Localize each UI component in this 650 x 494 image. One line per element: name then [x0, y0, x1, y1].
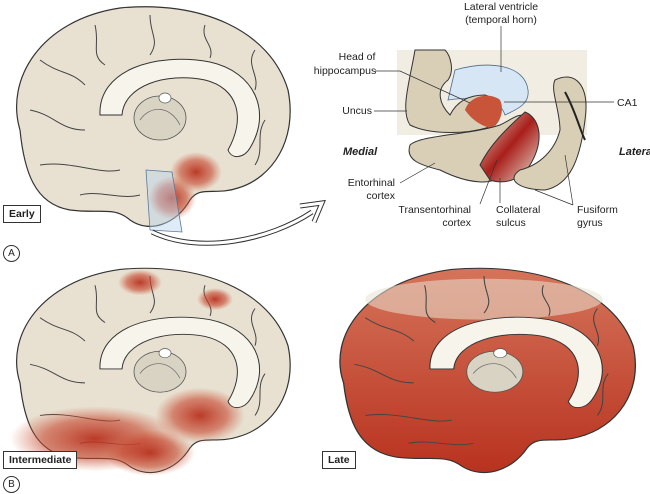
label-temporal-horn: (temporal horn) [465, 14, 537, 26]
brain-early [16, 6, 291, 233]
hippocampus-section [397, 49, 587, 191]
panel-letter-b: B [3, 476, 20, 493]
label-ca1: CA1 [617, 97, 638, 109]
label-head-of: Head of [339, 51, 376, 63]
label-entorhinal-cortex: cortex [366, 190, 395, 202]
leader-lines [374, 26, 614, 206]
brain-late [339, 267, 637, 474]
label-medial: Medial [343, 146, 378, 158]
brain-intermediate [10, 267, 291, 476]
label-fusiform-gyrus: gyrus [577, 217, 603, 229]
label-transentorhinal-cortex: cortex [442, 217, 471, 229]
stage-label-intermediate: Intermediate [3, 451, 78, 469]
label-fusiform: Fusiform [577, 204, 618, 216]
panel-letter-a: A [3, 245, 20, 262]
label-collateral-sulcus: sulcus [496, 217, 526, 229]
inset-labels: Lateral ventricle (temporal horn) Head o… [314, 1, 650, 229]
pathology-blob [148, 176, 196, 220]
label-uncus: Uncus [342, 105, 372, 117]
label-transentorhinal: Transentorhinal [398, 204, 471, 216]
label-hippocampus: hippocampus [314, 65, 376, 77]
label-lateral: Lateral [619, 146, 650, 158]
section-plane [145, 169, 183, 233]
stage-label-late: Late [322, 451, 356, 469]
label-collateral: Collateral [496, 204, 540, 216]
label-lateral-ventricle: Lateral ventricle [464, 1, 538, 13]
stage-label-early: Early [3, 205, 41, 223]
label-entorhinal: Entorhinal [348, 177, 395, 189]
